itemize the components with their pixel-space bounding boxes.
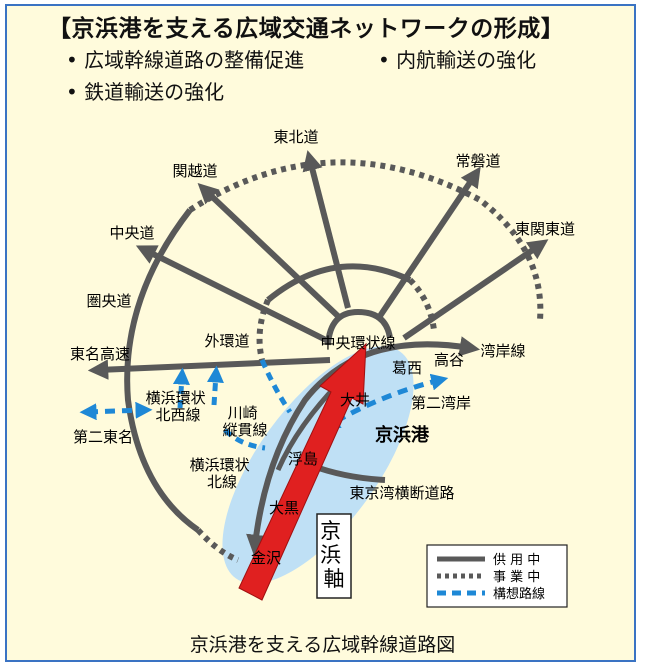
route-tohoku <box>302 150 351 309</box>
route-kanetsu <box>197 182 343 321</box>
route-gaikan-south-planned <box>259 359 293 414</box>
label-yokohama-hokubu: 横浜環状 北線 <box>190 456 255 491</box>
gaikan-dotted-west <box>256 298 271 361</box>
label-kawasaki: 川崎 縦貫線 <box>222 404 267 439</box>
bullet-road: 広域幹線道路の整備促進 <box>66 44 304 73</box>
route-hokubu <box>223 428 266 451</box>
label-tohoku: 東北道 <box>273 128 318 146</box>
figure-caption: 京浜港を支える広域幹線道路図 <box>189 634 456 656</box>
route-hokusei-b <box>206 365 224 406</box>
label-aqualine: 東京湾横断道路 <box>349 484 454 502</box>
label-higashikanto: 東関東道 <box>515 220 575 238</box>
label-daikoku: 大黒 <box>269 499 299 517</box>
label-yokohama-hokusei-line2: 北西線 <box>155 406 200 424</box>
label-keihin-axis-char2: 浜 <box>320 543 341 567</box>
chuo-kanjo-ring <box>325 308 393 346</box>
figure-title: 【京浜港を支える広域交通ネットワークの形成】 <box>48 16 565 42</box>
label-yokohama-hokubu-line1: 横浜環状 <box>190 456 250 474</box>
label-yokohama-hokusei: 横浜環状 北西線 <box>146 389 211 424</box>
label-kawasaki-line2: 縦貫線 <box>222 421 267 439</box>
label-ooi: 大井 <box>340 391 370 409</box>
route-tomei <box>87 357 331 380</box>
label-keihin-axis-char3: 軸 <box>324 567 345 591</box>
route-wangan <box>246 336 481 556</box>
label-keihin-axis: 京 浜 軸 <box>320 519 348 591</box>
label-wangan: 湾岸線 <box>480 342 525 360</box>
legend-box <box>426 544 568 608</box>
route-higashikanto <box>402 239 549 341</box>
label-daini-tomei: 第二東名 <box>73 428 133 446</box>
legend: 供 用 中 事 業 中 構想路線 <box>426 544 568 608</box>
keihin-axis-arrow <box>238 342 367 601</box>
route-hokusei-a <box>172 367 190 409</box>
kenodo-dotted <box>188 159 544 321</box>
route-daini-tomei <box>79 401 153 421</box>
route-chuo <box>135 245 332 345</box>
label-daini-wangan: 第二湾岸 <box>411 394 471 412</box>
label-kanazawa: 金沢 <box>251 549 281 567</box>
bullet-coastal-shipping: 内航輸送の強化 <box>378 44 536 73</box>
label-kenodo: 圏央道 <box>86 292 131 310</box>
label-kawasaki-line1: 川崎 <box>228 404 258 422</box>
label-chuo: 中央道 <box>109 224 154 242</box>
label-kanetsu: 関越道 <box>172 162 217 180</box>
kenodo-dotted-south <box>195 527 240 563</box>
label-ukishima: 浮島 <box>288 450 318 468</box>
bullet-rail: 鉄道輸送の強化 <box>66 76 224 105</box>
label-kasai: 葛西 <box>392 359 422 377</box>
legend-under-construction: 事 業 中 <box>493 569 540 585</box>
label-yokohama-hokubu-line2: 北線 <box>207 473 237 491</box>
label-takaya: 高谷 <box>434 351 464 369</box>
legend-in-service: 供 用 中 <box>493 553 540 568</box>
label-keihin-axis-char1: 京 <box>320 519 341 543</box>
label-tomei: 東名高速 <box>70 345 130 363</box>
label-joban: 常磐道 <box>455 152 500 170</box>
keihin-axis-label-box <box>316 513 352 599</box>
label-keihinko: 京浜港 <box>375 424 430 446</box>
legend-planned: 構想路線 <box>493 586 545 602</box>
label-yokohama-hokusei-line1: 横浜環状 <box>146 389 206 407</box>
gaikan-dotted-east <box>407 277 437 331</box>
route-joban <box>377 166 481 318</box>
label-chuo-kanjo: 中央環状線 <box>320 334 395 352</box>
label-gaikan: 外環道 <box>204 332 249 350</box>
